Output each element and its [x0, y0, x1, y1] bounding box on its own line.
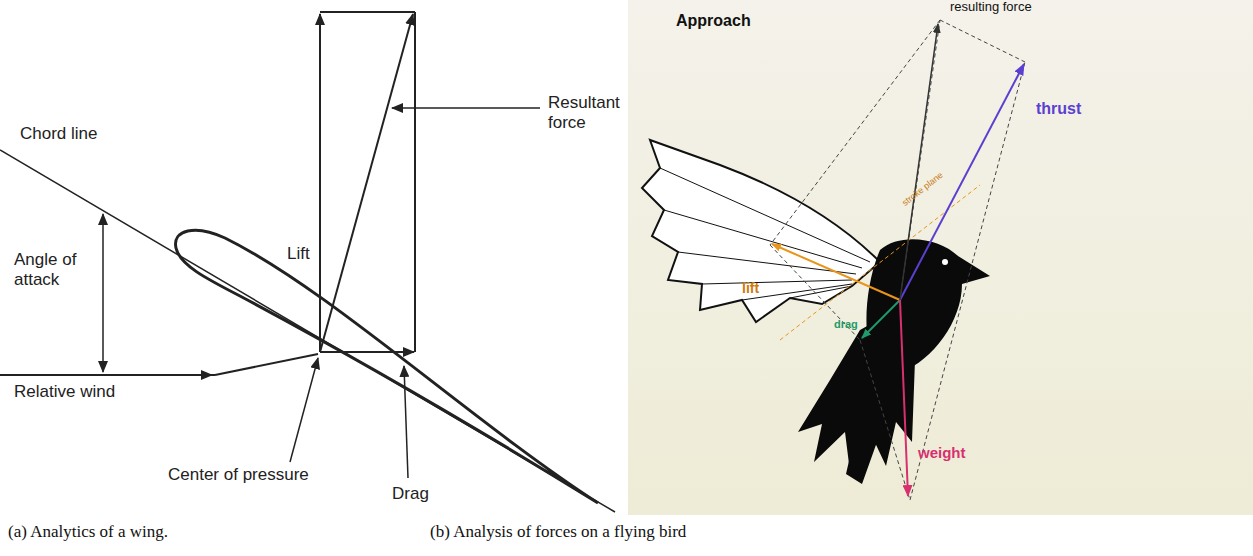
force-label: Resultant force — [548, 93, 628, 132]
vector-label: weight — [918, 444, 966, 461]
vector-label: drag — [834, 318, 858, 331]
wind-label: Relative wind — [14, 382, 115, 402]
caption: (a) Analytics of a wing. — [8, 522, 168, 542]
angle-label: Angle of attack — [14, 250, 94, 289]
wing-diagram — [0, 12, 615, 512]
point-label: Center of pressure — [168, 465, 309, 485]
panel-title: Approach — [676, 12, 751, 30]
force-label: Lift — [287, 244, 310, 264]
vector-label: thrust — [1036, 100, 1081, 118]
force-label: Drag — [392, 484, 429, 504]
vector-label: resulting force — [950, 0, 1032, 15]
line-label: Chord line — [20, 124, 98, 144]
bird-panel — [628, 0, 1253, 515]
caption: (b) Analysis of forces on a flying bird — [430, 522, 686, 542]
vector-label: lift — [742, 280, 759, 296]
